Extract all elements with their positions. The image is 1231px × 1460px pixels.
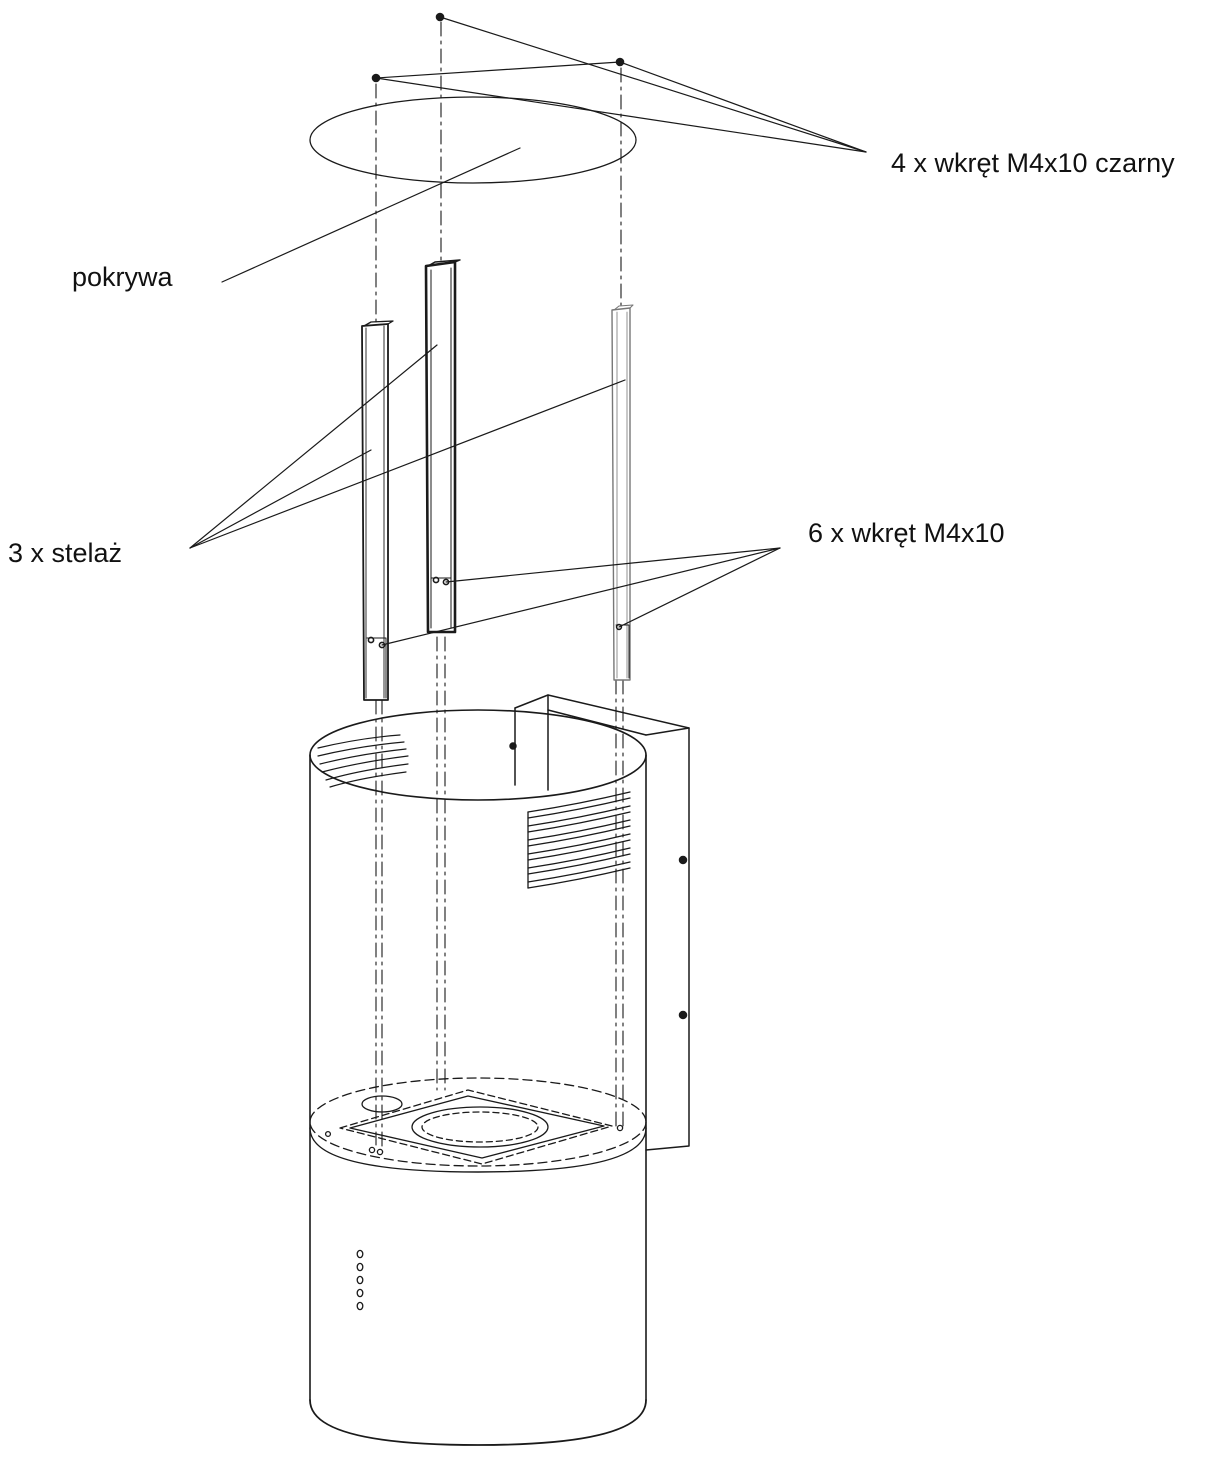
center-lines [375, 21, 624, 1151]
label-frame: 3 x stelaż [8, 538, 123, 568]
rear-bracket [509, 694, 690, 1151]
control-buttons [356, 1249, 364, 1311]
leader-lines [189, 16, 867, 646]
frame-center [424, 259, 461, 634]
motor-plate [309, 1077, 647, 1167]
label-screws: 6 x wkręt M4x10 [808, 518, 1005, 548]
label-cover: pokrywa [72, 262, 173, 292]
vent-slots-front [527, 791, 631, 889]
label-black-screws: 4 x wkręt M4x10 czarny [891, 148, 1175, 178]
cover-disc [309, 96, 637, 184]
top-screws-group [371, 12, 625, 83]
hood-housing [309, 709, 647, 1446]
vent-slots-inner [317, 734, 409, 788]
frame-right [611, 304, 634, 681]
